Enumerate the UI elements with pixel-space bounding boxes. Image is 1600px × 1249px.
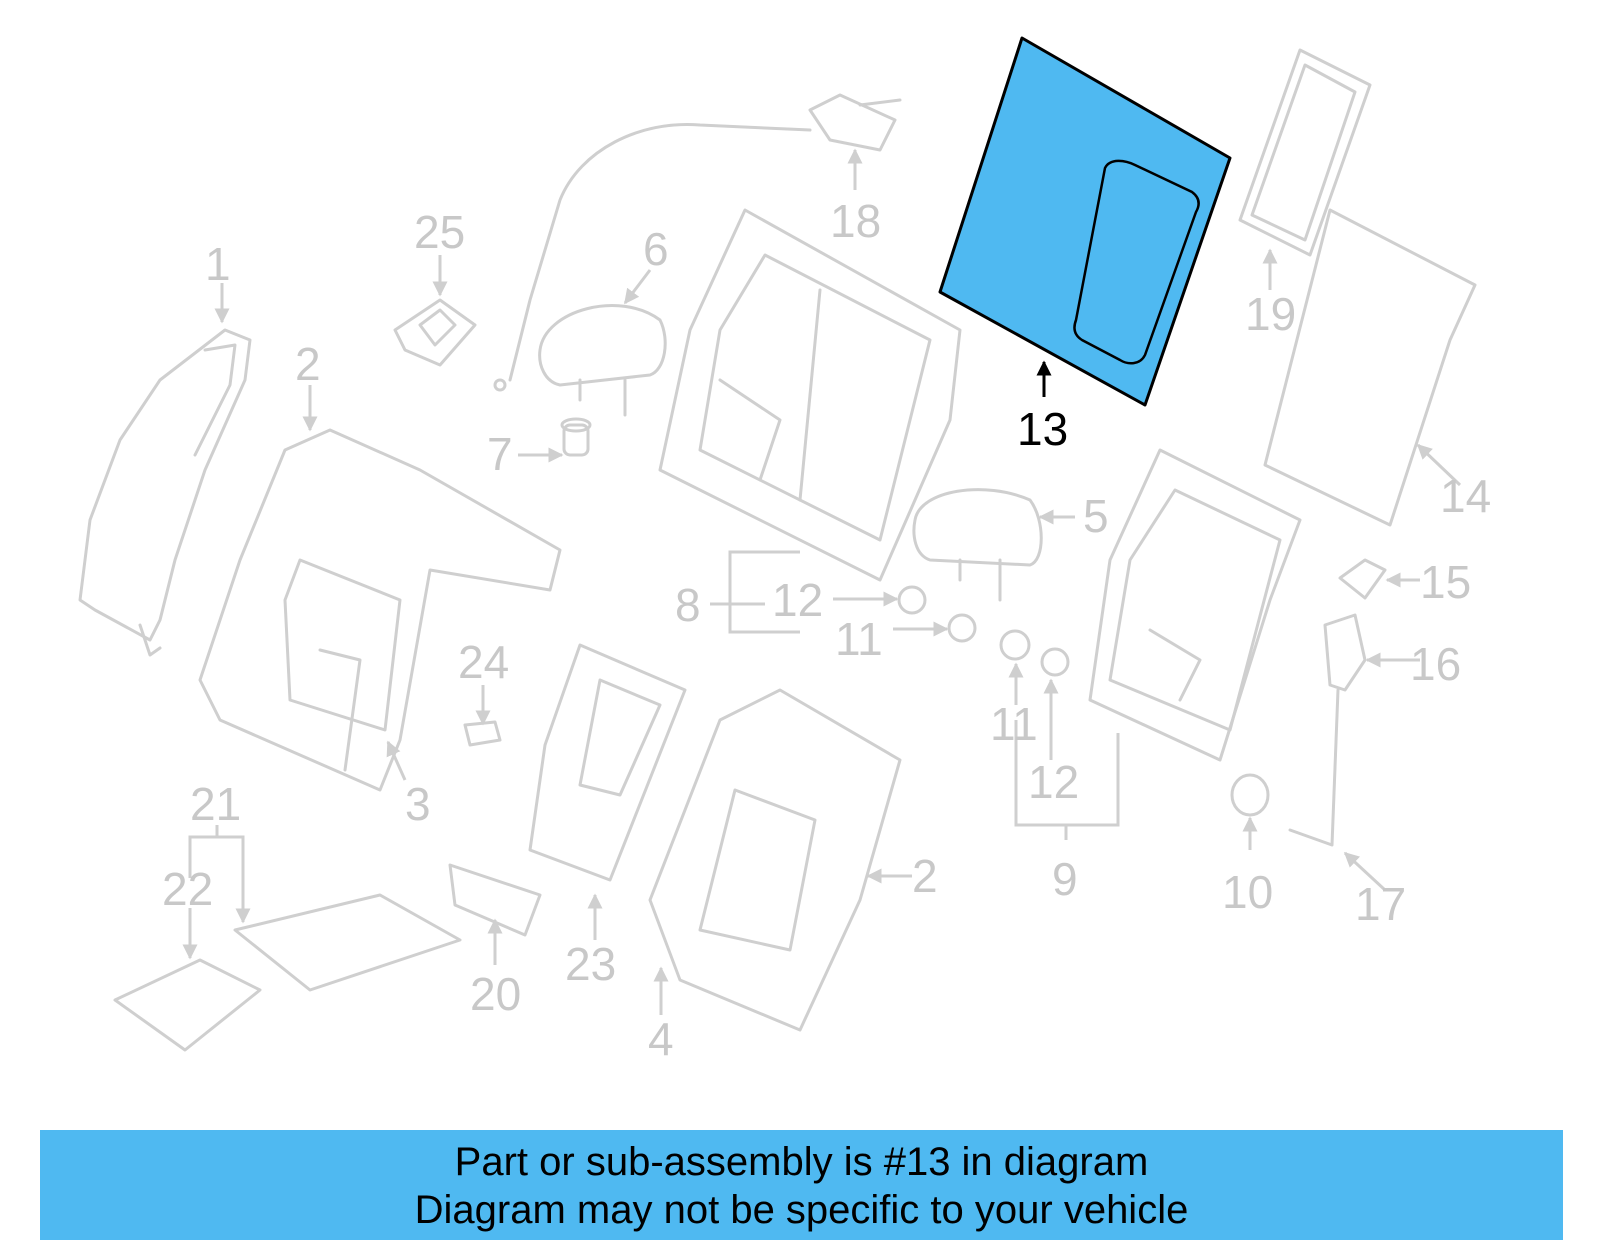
label-19: 19 xyxy=(1245,288,1296,340)
label-11-left: 11 xyxy=(835,613,883,665)
label-18: 18 xyxy=(830,195,881,247)
part-8-backrest-frame xyxy=(658,208,962,582)
label-14: 14 xyxy=(1440,470,1491,522)
label-16: 16 xyxy=(1410,638,1461,690)
part-5-headrest xyxy=(912,488,1043,602)
part-7-clip xyxy=(560,417,592,457)
label-15: 15 xyxy=(1420,556,1471,608)
part-15-bezel xyxy=(1338,558,1387,600)
label-23: 23 xyxy=(565,938,616,990)
part-19-frame xyxy=(1238,48,1372,257)
label-10: 10 xyxy=(1222,866,1273,918)
part-22-cover xyxy=(113,958,262,1052)
label-12-right: 12 xyxy=(1028,756,1079,808)
part-11-bolt xyxy=(947,613,977,643)
label-1: 1 xyxy=(205,238,231,290)
label-11-right: 11 xyxy=(990,698,1038,750)
part-23-armrest-frame xyxy=(528,643,687,882)
part-25-bracket xyxy=(393,298,477,367)
part-20-trim-panel xyxy=(448,863,542,937)
part-12-grommet-right xyxy=(1040,647,1070,677)
label-12-left: 12 xyxy=(772,574,823,626)
label-25: 25 xyxy=(414,206,465,258)
callout-labels: 1 2 3 4 5 6 7 8 12 11 11 12 9 10 17 16 1… xyxy=(162,195,1491,1065)
label-13: 13 xyxy=(1017,403,1068,455)
label-8: 8 xyxy=(675,579,701,631)
label-7: 7 xyxy=(487,428,513,480)
label-3: 3 xyxy=(405,778,431,830)
banner-line-1: Part or sub-assembly is #13 in diagram xyxy=(454,1140,1149,1184)
part-13-backrest-panel[interactable] xyxy=(938,36,1232,407)
part-14-panel xyxy=(1263,208,1477,527)
label-4: 4 xyxy=(648,1013,674,1065)
info-banner: Part or sub-assembly is #13 in diagram D… xyxy=(40,1130,1563,1240)
seat-parts-diagram: 1 2 3 4 5 6 7 8 12 11 11 12 9 10 17 16 1… xyxy=(78,36,1491,1065)
part-12-grommet xyxy=(897,585,927,615)
label-2-right: 2 xyxy=(912,850,938,902)
part-21-storage-box xyxy=(233,893,462,992)
part-10-plug xyxy=(1230,773,1270,817)
part-17-cable xyxy=(1288,688,1340,847)
label-6: 6 xyxy=(643,223,669,275)
part-2-backrest-cover-right xyxy=(648,688,902,1032)
part-16-latch xyxy=(1323,613,1367,692)
part-2-backrest-cover-left xyxy=(198,428,562,792)
part-6-headrest xyxy=(538,304,667,417)
leader-lines xyxy=(182,148,1462,1015)
part-24-pin xyxy=(463,720,502,747)
part-18-release-cable xyxy=(493,93,902,392)
label-24: 24 xyxy=(458,636,509,688)
label-17: 17 xyxy=(1355,878,1406,930)
label-9: 9 xyxy=(1052,853,1078,905)
banner-line-2: Diagram may not be specific to your vehi… xyxy=(414,1188,1189,1232)
part-1-side-trim xyxy=(78,328,252,657)
part-9-backrest-frame-right xyxy=(1088,448,1302,762)
label-20: 20 xyxy=(470,968,521,1020)
part-11-bolt-right xyxy=(999,629,1031,661)
label-22: 22 xyxy=(162,863,213,915)
label-21: 21 xyxy=(190,778,241,830)
label-2-left: 2 xyxy=(295,338,321,390)
label-5: 5 xyxy=(1083,490,1109,542)
